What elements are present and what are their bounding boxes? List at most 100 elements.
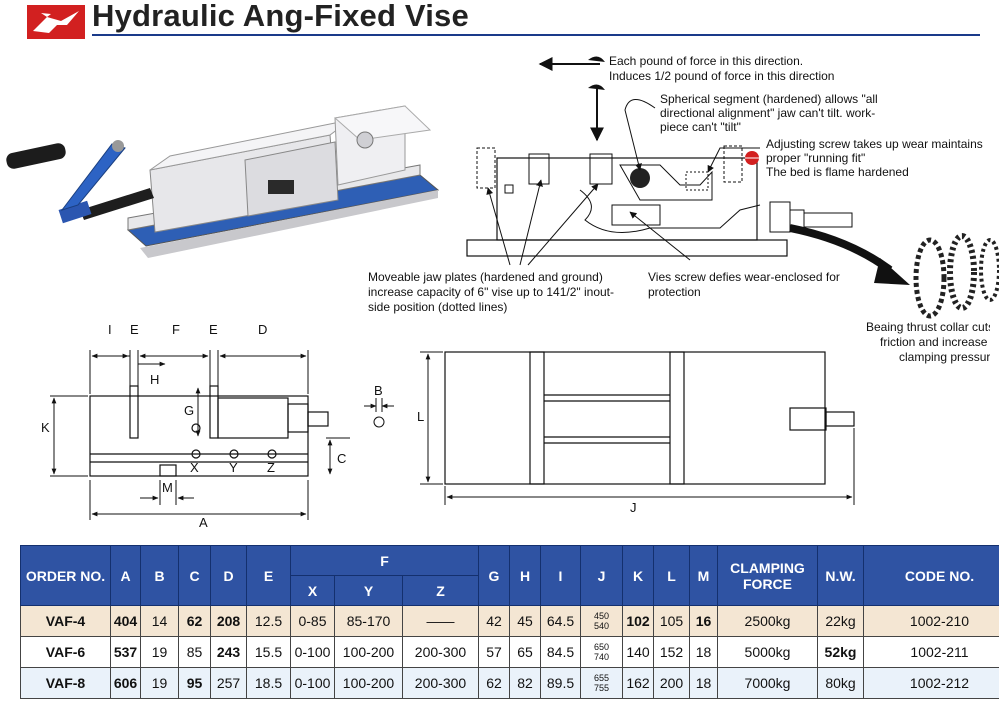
cell-c: 85	[178, 636, 211, 668]
cell-e: 15.5	[246, 636, 291, 668]
dim-label-e1: E	[130, 322, 139, 337]
header-c: C	[178, 545, 211, 606]
dim-label-a: A	[199, 515, 208, 530]
cell-g: 62	[478, 667, 510, 699]
cell-b: 19	[140, 636, 179, 668]
header-d: D	[210, 545, 247, 606]
cell-nw: 52kg	[817, 636, 864, 668]
cell-z: ——	[402, 605, 479, 637]
cell-b: 19	[140, 667, 179, 699]
cell-h: 82	[509, 667, 541, 699]
cross-section-diagram	[466, 56, 999, 319]
dim-label-e2: E	[209, 322, 218, 337]
header-j: J	[580, 545, 623, 606]
cell-a: 606	[110, 667, 141, 699]
dim-label-k: K	[41, 420, 50, 435]
header-k: K	[622, 545, 654, 606]
cell-j-top: 650	[593, 642, 610, 652]
cell-code: 1002-212	[863, 667, 999, 699]
cell-k: 102	[622, 605, 654, 637]
header-z: Z	[402, 575, 479, 606]
spherical-note-2: directional alignment" jaw can't tilt. w…	[660, 106, 876, 120]
table-row: VAF-4 404 14 62 208 12.5 0-85 85-170 —— …	[20, 605, 999, 637]
cell-l: 105	[653, 605, 690, 637]
header-m: M	[689, 545, 718, 606]
header-e: E	[246, 545, 291, 606]
cell-g: 57	[478, 636, 510, 668]
force-note-line1: Each pound of force in this direction.	[609, 54, 804, 68]
cell-e: 12.5	[246, 605, 291, 637]
dim-label-h: H	[150, 372, 160, 387]
cell-j-top: 655	[593, 673, 610, 683]
dim-label-i: I	[108, 322, 112, 337]
cell-m: 16	[689, 605, 718, 637]
eagle-logo-icon	[27, 5, 85, 39]
header-g: G	[478, 545, 510, 606]
dim-label-d: D	[258, 322, 268, 337]
cell-i: 84.5	[540, 636, 581, 668]
cell-a: 537	[110, 636, 141, 668]
cell-clamping: 2500kg	[717, 605, 818, 637]
cell-j-top: 450	[593, 611, 610, 621]
header-l: L	[653, 545, 690, 606]
cell-l: 152	[653, 636, 690, 668]
adjusting-note-2: proper "running fit"	[766, 151, 866, 165]
header-y: Y	[334, 575, 403, 606]
moveable-note-1: Moveable jaw plates (hardened and ground…	[368, 270, 603, 284]
cell-j-bottom: 540	[593, 621, 610, 631]
header-h: H	[509, 545, 541, 606]
dim-label-f: F	[172, 322, 180, 337]
screw-note-2: protection	[648, 285, 701, 299]
dim-label-j: J	[630, 500, 637, 515]
header-a: A	[110, 545, 141, 606]
bearing-note-2: friction and increase	[880, 335, 988, 349]
cell-x: 0-100	[290, 667, 335, 699]
cell-e: 18.5	[246, 667, 291, 699]
cell-nw: 22kg	[817, 605, 864, 637]
cell-d: 208	[210, 605, 247, 637]
cell-d: 257	[210, 667, 247, 699]
cell-order: VAF-8	[20, 667, 111, 699]
cell-i: 89.5	[540, 667, 581, 699]
cell-code: 1002-211	[863, 636, 999, 668]
specifications-table: ORDER NO. A B C D E F G H I J K L M CLAM…	[20, 545, 999, 699]
header-i: I	[540, 545, 581, 606]
header-code-no: CODE NO.	[863, 545, 999, 606]
header-nw: N.W.	[817, 545, 864, 606]
moveable-note-2: increase capacity of 6" vise up to 141/2…	[368, 285, 614, 299]
dim-label-m: M	[162, 480, 173, 495]
dim-label-l: L	[417, 409, 425, 424]
cell-k: 162	[622, 667, 654, 699]
header-b: B	[140, 545, 179, 606]
cell-y: 100-200	[334, 636, 403, 668]
cell-order: VAF-4	[20, 605, 111, 637]
dim-label-z: Z	[267, 460, 275, 475]
table-row: VAF-6 537 19 85 243 15.5 0-100 100-200 2…	[20, 636, 999, 668]
cell-l: 200	[653, 667, 690, 699]
cell-code: 1002-210	[863, 605, 999, 637]
cell-nw: 80kg	[817, 667, 864, 699]
cell-m: 18	[689, 636, 718, 668]
cell-y: 100-200	[334, 667, 403, 699]
cell-d: 243	[210, 636, 247, 668]
bearing-note-3: clamping pressur	[899, 350, 990, 364]
header-x: X	[290, 575, 335, 606]
header-clamping-force: CLAMPING FORCE	[717, 545, 818, 606]
cell-x: 0-85	[290, 605, 335, 637]
title-underline	[92, 34, 980, 36]
table-row: VAF-8 606 19 95 257 18.5 0-100 100-200 2…	[20, 667, 999, 699]
cell-h: 65	[509, 636, 541, 668]
dim-label-y: Y	[229, 460, 238, 475]
moveable-note-3: side position (dotted lines)	[368, 300, 508, 314]
screw-note-1: Vies screw defies wear-enclosed for	[648, 270, 840, 284]
dim-label-b: B	[374, 383, 383, 398]
cell-clamping: 7000kg	[717, 667, 818, 699]
cell-c: 95	[178, 667, 211, 699]
cell-z: 200-300	[402, 636, 479, 668]
header-f: F	[290, 545, 479, 576]
cell-clamping: 5000kg	[717, 636, 818, 668]
cell-x: 0-100	[290, 636, 335, 668]
